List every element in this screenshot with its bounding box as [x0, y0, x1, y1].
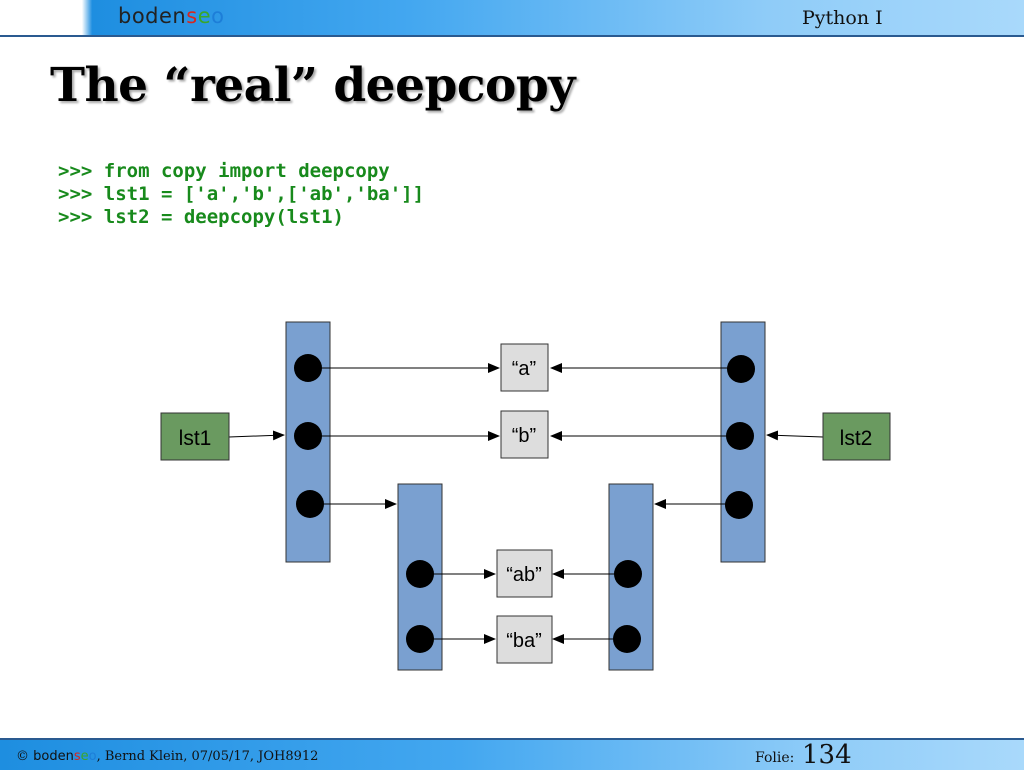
arrow-lst1-to-list [228, 430, 285, 441]
code-line-2: >>> lst1 = ['a','b',['ab','ba']] [58, 183, 425, 205]
variable-lst2-box [822, 412, 891, 461]
ref-dot-inner1-1 [406, 625, 434, 653]
header-bar: bodenseo Python I [0, 0, 1024, 37]
slide-title: The “real” deepcopy [50, 58, 576, 113]
value-b-label: “b” [512, 425, 536, 447]
value-a-label: “a” [512, 358, 536, 380]
value-b-box [500, 410, 549, 459]
copyright-symbol: © [16, 749, 34, 764]
ref-dot-inner2-1 [613, 625, 641, 653]
value-ab-label: “ab” [506, 564, 542, 586]
arrow-lst2-to-list [766, 430, 824, 441]
footer-brand: bodenseo [33, 749, 97, 764]
course-title: Python I [802, 7, 883, 29]
variable-lst1-label: lst1 [179, 427, 212, 450]
ref-dot-lst1-2 [296, 490, 324, 518]
value-ab-box [496, 549, 553, 598]
variable-lst1-box [160, 412, 230, 461]
bodenseo-logo: bodenseo [118, 4, 225, 28]
folie-number: 134 [802, 740, 852, 770]
ref-dot-lst2-2 [725, 491, 753, 519]
ref-dot-lst1-1 [294, 422, 322, 450]
value-a-box [500, 343, 549, 392]
footer-bar: © bodenseo, Bernd Klein, 07/05/17, JOH89… [0, 738, 1024, 770]
code-block: >>> from copy import deepcopy >>> lst1 =… [58, 160, 424, 229]
ref-dot-lst1-0 [294, 354, 322, 382]
ref-dot-lst2-1 [726, 422, 754, 450]
footer-author-date: , Bernd Klein, 07/05/17, JOH8912 [96, 749, 319, 764]
value-ba-box [496, 615, 553, 664]
code-line-3: >>> lst2 = deepcopy(lst1) [58, 206, 344, 228]
ref-dot-inner2-0 [614, 560, 642, 588]
variable-lst2-label: lst2 [840, 427, 873, 450]
footer-credit: © bodenseo, Bernd Klein, 07/05/17, JOH89… [16, 749, 318, 764]
ref-dot-inner1-0 [406, 560, 434, 588]
value-ba-label: “ba” [506, 630, 542, 652]
ref-dot-lst2-0 [727, 355, 755, 383]
code-line-1: >>> from copy import deepcopy [58, 160, 390, 182]
folie-label: Folie: [755, 750, 795, 766]
